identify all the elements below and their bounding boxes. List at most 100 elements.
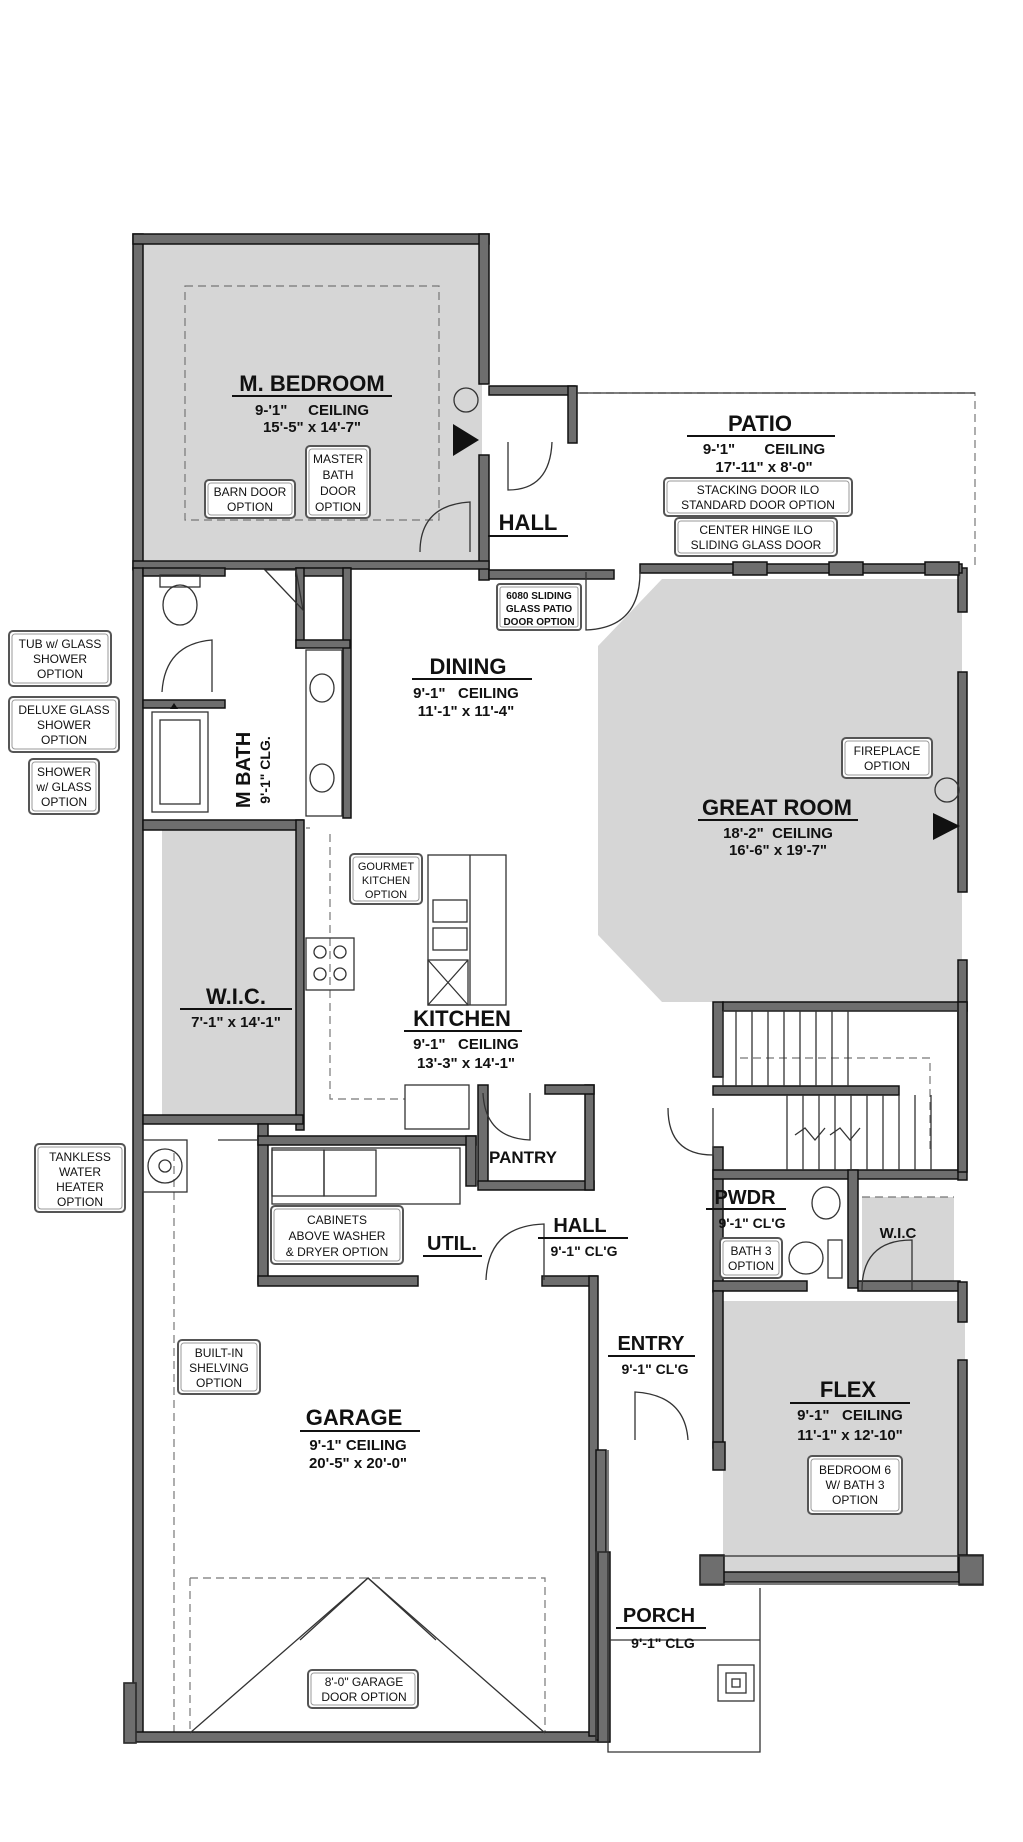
flex-name: FLEX xyxy=(820,1377,877,1402)
svg-text:GOURMET: GOURMET xyxy=(358,861,415,873)
walls xyxy=(123,233,984,1744)
svg-text:BATH 3: BATH 3 xyxy=(730,1244,771,1258)
kitchen-name: KITCHEN xyxy=(413,1006,511,1031)
svg-text:HEATER: HEATER xyxy=(56,1180,104,1194)
fireplace-option: FIREPLACE OPTION xyxy=(841,737,933,779)
hall-lower-name: HALL xyxy=(553,1215,606,1237)
great-room-arrow-icon xyxy=(933,813,960,840)
svg-text:DOOR OPTION: DOOR OPTION xyxy=(503,617,574,628)
svg-text:OPTION: OPTION xyxy=(832,1493,878,1507)
svg-text:BEDROOM 6: BEDROOM 6 xyxy=(819,1463,891,1477)
svg-text:DOOR OPTION: DOOR OPTION xyxy=(321,1690,406,1704)
pantry-name: PANTRY xyxy=(489,1148,558,1167)
wic-flex-name: W.I.C xyxy=(880,1225,917,1242)
great-room-fill xyxy=(598,579,962,1002)
svg-text:STACKING DOOR ILO: STACKING DOOR ILO xyxy=(697,483,819,497)
wic-master-size: 7'-1" x 14'-1" xyxy=(191,1014,281,1031)
great-room-ceiling: 18'-2" CEILING xyxy=(723,825,833,842)
svg-text:OPTION: OPTION xyxy=(41,733,87,747)
svg-text:CABINETS: CABINETS xyxy=(307,1213,367,1227)
center-hinge-option: CENTER HINGE ILO SLIDING GLASS DOOR xyxy=(674,517,838,557)
fireplace-arrow-icon xyxy=(453,424,479,456)
svg-text:OPTION: OPTION xyxy=(37,667,83,681)
room-labels: M. BEDROOM 9-'1" CEILING 15'-5" x 14'-7"… xyxy=(180,371,916,1651)
svg-text:WATER: WATER xyxy=(59,1165,101,1179)
hall-upper-name: HALL xyxy=(499,510,558,535)
svg-text:& DRYER OPTION: & DRYER OPTION xyxy=(286,1245,388,1259)
svg-text:DOOR: DOOR xyxy=(320,484,356,498)
svg-text:OPTION: OPTION xyxy=(196,1376,242,1390)
util-name: UTIL. xyxy=(427,1233,477,1255)
patio-ceiling: 9-'1" CEILING xyxy=(703,441,825,458)
svg-text:KITCHEN: KITCHEN xyxy=(362,875,410,887)
svg-text:SHOWER: SHOWER xyxy=(37,765,91,779)
svg-text:SLIDING GLASS DOOR: SLIDING GLASS DOOR xyxy=(691,538,822,552)
svg-text:w/ GLASS: w/ GLASS xyxy=(35,780,91,794)
svg-text:OPTION: OPTION xyxy=(227,500,273,514)
master-bedroom-ceiling: 9-'1" CEILING xyxy=(255,402,369,419)
flex-size: 11'-1" x 12'-10" xyxy=(797,1427,903,1444)
bedroom-6-option: BEDROOM 6 W/ BATH 3 OPTION xyxy=(807,1455,903,1515)
wic-flex-fill xyxy=(862,1197,954,1292)
dining-ceiling: 9'-1" CEILING xyxy=(413,685,519,702)
entry-ceiling: 9'-1" CL'G xyxy=(622,1361,689,1377)
svg-text:OPTION: OPTION xyxy=(365,889,407,901)
pwdr-ceiling: 9'-1" CL'G xyxy=(719,1215,786,1231)
entry-name: ENTRY xyxy=(617,1333,685,1355)
svg-text:W/ BATH 3: W/ BATH 3 xyxy=(825,1478,884,1492)
kitchen-size: 13'-3" x 14'-1" xyxy=(417,1055,515,1072)
dining-name: DINING xyxy=(430,654,507,679)
shower-glass-option: SHOWER w/ GLASS OPTION xyxy=(28,758,100,815)
great-room-size: 16'-6" x 19'-7" xyxy=(729,842,827,859)
svg-text:BATH: BATH xyxy=(322,468,353,482)
svg-text:STANDARD DOOR OPTION: STANDARD DOOR OPTION xyxy=(681,498,835,512)
svg-text:8'-0" GARAGE: 8'-0" GARAGE xyxy=(325,1675,404,1689)
fireplace-symbols xyxy=(170,387,960,840)
flex-fill xyxy=(723,1301,965,1580)
tankless-water-heater-option: TANKLESS WATER HEATER OPTION xyxy=(34,1143,126,1213)
garage-door-option: 8'-0" GARAGE DOOR OPTION xyxy=(307,1669,419,1709)
gourmet-kitchen-option: GOURMET KITCHEN OPTION xyxy=(349,853,423,905)
fireplace-outlet-icon xyxy=(453,387,479,413)
m-bath-ceiling: 9'-1" CLG. xyxy=(257,736,273,804)
garage-size: 20'-5" x 20'-0" xyxy=(309,1455,407,1472)
great-room-name: GREAT ROOM xyxy=(702,795,852,820)
svg-text:TUB w/ GLASS: TUB w/ GLASS xyxy=(19,637,102,651)
kitchen-ceiling: 9'-1" CEILING xyxy=(413,1036,519,1053)
sliding-patio-door-option: 6080 SLIDING GLASS PATIO DOOR OPTION xyxy=(496,583,582,631)
svg-text:6080 SLIDING: 6080 SLIDING xyxy=(506,591,572,602)
master-bath-door-option: MASTER BATH DOOR OPTION xyxy=(305,445,371,519)
bath-3-option: BATH 3 OPTION xyxy=(719,1237,783,1279)
svg-text:OPTION: OPTION xyxy=(315,500,361,514)
svg-text:SHOWER: SHOWER xyxy=(37,718,91,732)
svg-text:OPTION: OPTION xyxy=(864,759,910,773)
porch-ceiling: 9'-1" CLG xyxy=(631,1635,695,1651)
dining-size: 11'-1" x 11'-4" xyxy=(418,703,514,720)
great-room-outlet-icon xyxy=(934,777,960,803)
barn-door-option: BARN DOOR OPTION xyxy=(204,479,296,519)
pwdr-name: PWDR xyxy=(714,1187,776,1209)
m-bath-name: M BATH xyxy=(233,732,255,808)
flex-ceiling: 9'-1" CEILING xyxy=(797,1407,903,1424)
wic-master-fill xyxy=(162,826,298,1115)
wic-master-name: W.I.C. xyxy=(206,984,266,1009)
svg-text:OPTION: OPTION xyxy=(57,1195,103,1209)
svg-text:OPTION: OPTION xyxy=(728,1259,774,1273)
thin-lines xyxy=(142,392,975,1753)
svg-text:ABOVE WASHER: ABOVE WASHER xyxy=(289,1229,386,1243)
svg-text:SHOWER: SHOWER xyxy=(33,652,87,666)
stacking-door-option: STACKING DOOR ILO STANDARD DOOR OPTION xyxy=(663,477,853,517)
tub-glass-shower-option: TUB w/ GLASS SHOWER OPTION xyxy=(8,630,112,687)
svg-text:BARN DOOR: BARN DOOR xyxy=(214,485,287,499)
option-callouts: MASTER BATH DOOR OPTION BARN DOOR OPTION… xyxy=(8,445,933,1709)
svg-text:DELUXE GLASS: DELUXE GLASS xyxy=(18,703,109,717)
svg-text:BUILT-IN: BUILT-IN xyxy=(195,1346,243,1360)
garage-name: GARAGE xyxy=(306,1405,403,1430)
built-in-shelving-option: BUILT-IN SHELVING OPTION xyxy=(177,1339,261,1395)
svg-text:TANKLESS: TANKLESS xyxy=(49,1150,111,1164)
svg-text:SHELVING: SHELVING xyxy=(189,1361,249,1375)
tub-arrow-icon xyxy=(170,703,178,709)
hall-lower-ceiling: 9'-1" CL'G xyxy=(551,1243,618,1259)
cabinets-washer-dryer-option: CABINETS ABOVE WASHER & DRYER OPTION xyxy=(270,1205,404,1265)
door-swings xyxy=(161,441,913,1441)
